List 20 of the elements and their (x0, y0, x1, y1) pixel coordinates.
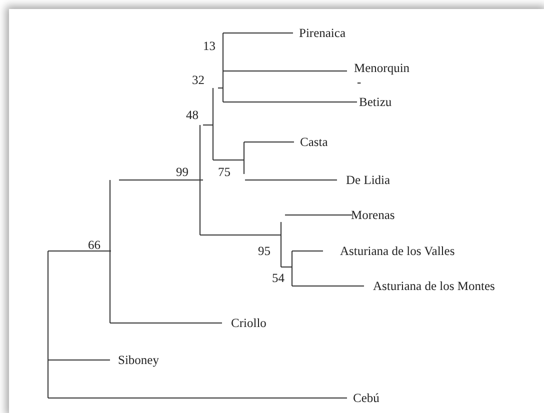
bootstrap-value: 95 (258, 244, 270, 258)
taxon-label: Pirenaica (299, 26, 346, 40)
taxon-label: Siboney (118, 353, 159, 367)
taxon-label: Cebú (353, 391, 380, 405)
taxon-label: Criollo (231, 316, 266, 330)
bootstrap-value: 99 (176, 165, 188, 179)
bootstrap-value: 75 (218, 165, 230, 179)
bootstrap-value: 66 (88, 238, 100, 252)
taxon-label: Asturiana de los Valles (340, 244, 455, 258)
bootstrap-value: 32 (192, 73, 204, 87)
taxon-label: Betizu (359, 95, 392, 109)
taxon-label: De Lidia (346, 173, 390, 187)
bootstrap-value: 54 (272, 271, 284, 285)
dash-text: - (357, 75, 362, 89)
taxon-label: Morenas (351, 208, 395, 222)
taxon-label: Asturiana de los Montes (373, 279, 495, 293)
taxon-label: Menorquin (354, 61, 410, 75)
bootstrap-value: 13 (203, 39, 216, 53)
taxon-label: Casta (300, 135, 328, 149)
bootstrap-value: 48 (186, 108, 198, 122)
